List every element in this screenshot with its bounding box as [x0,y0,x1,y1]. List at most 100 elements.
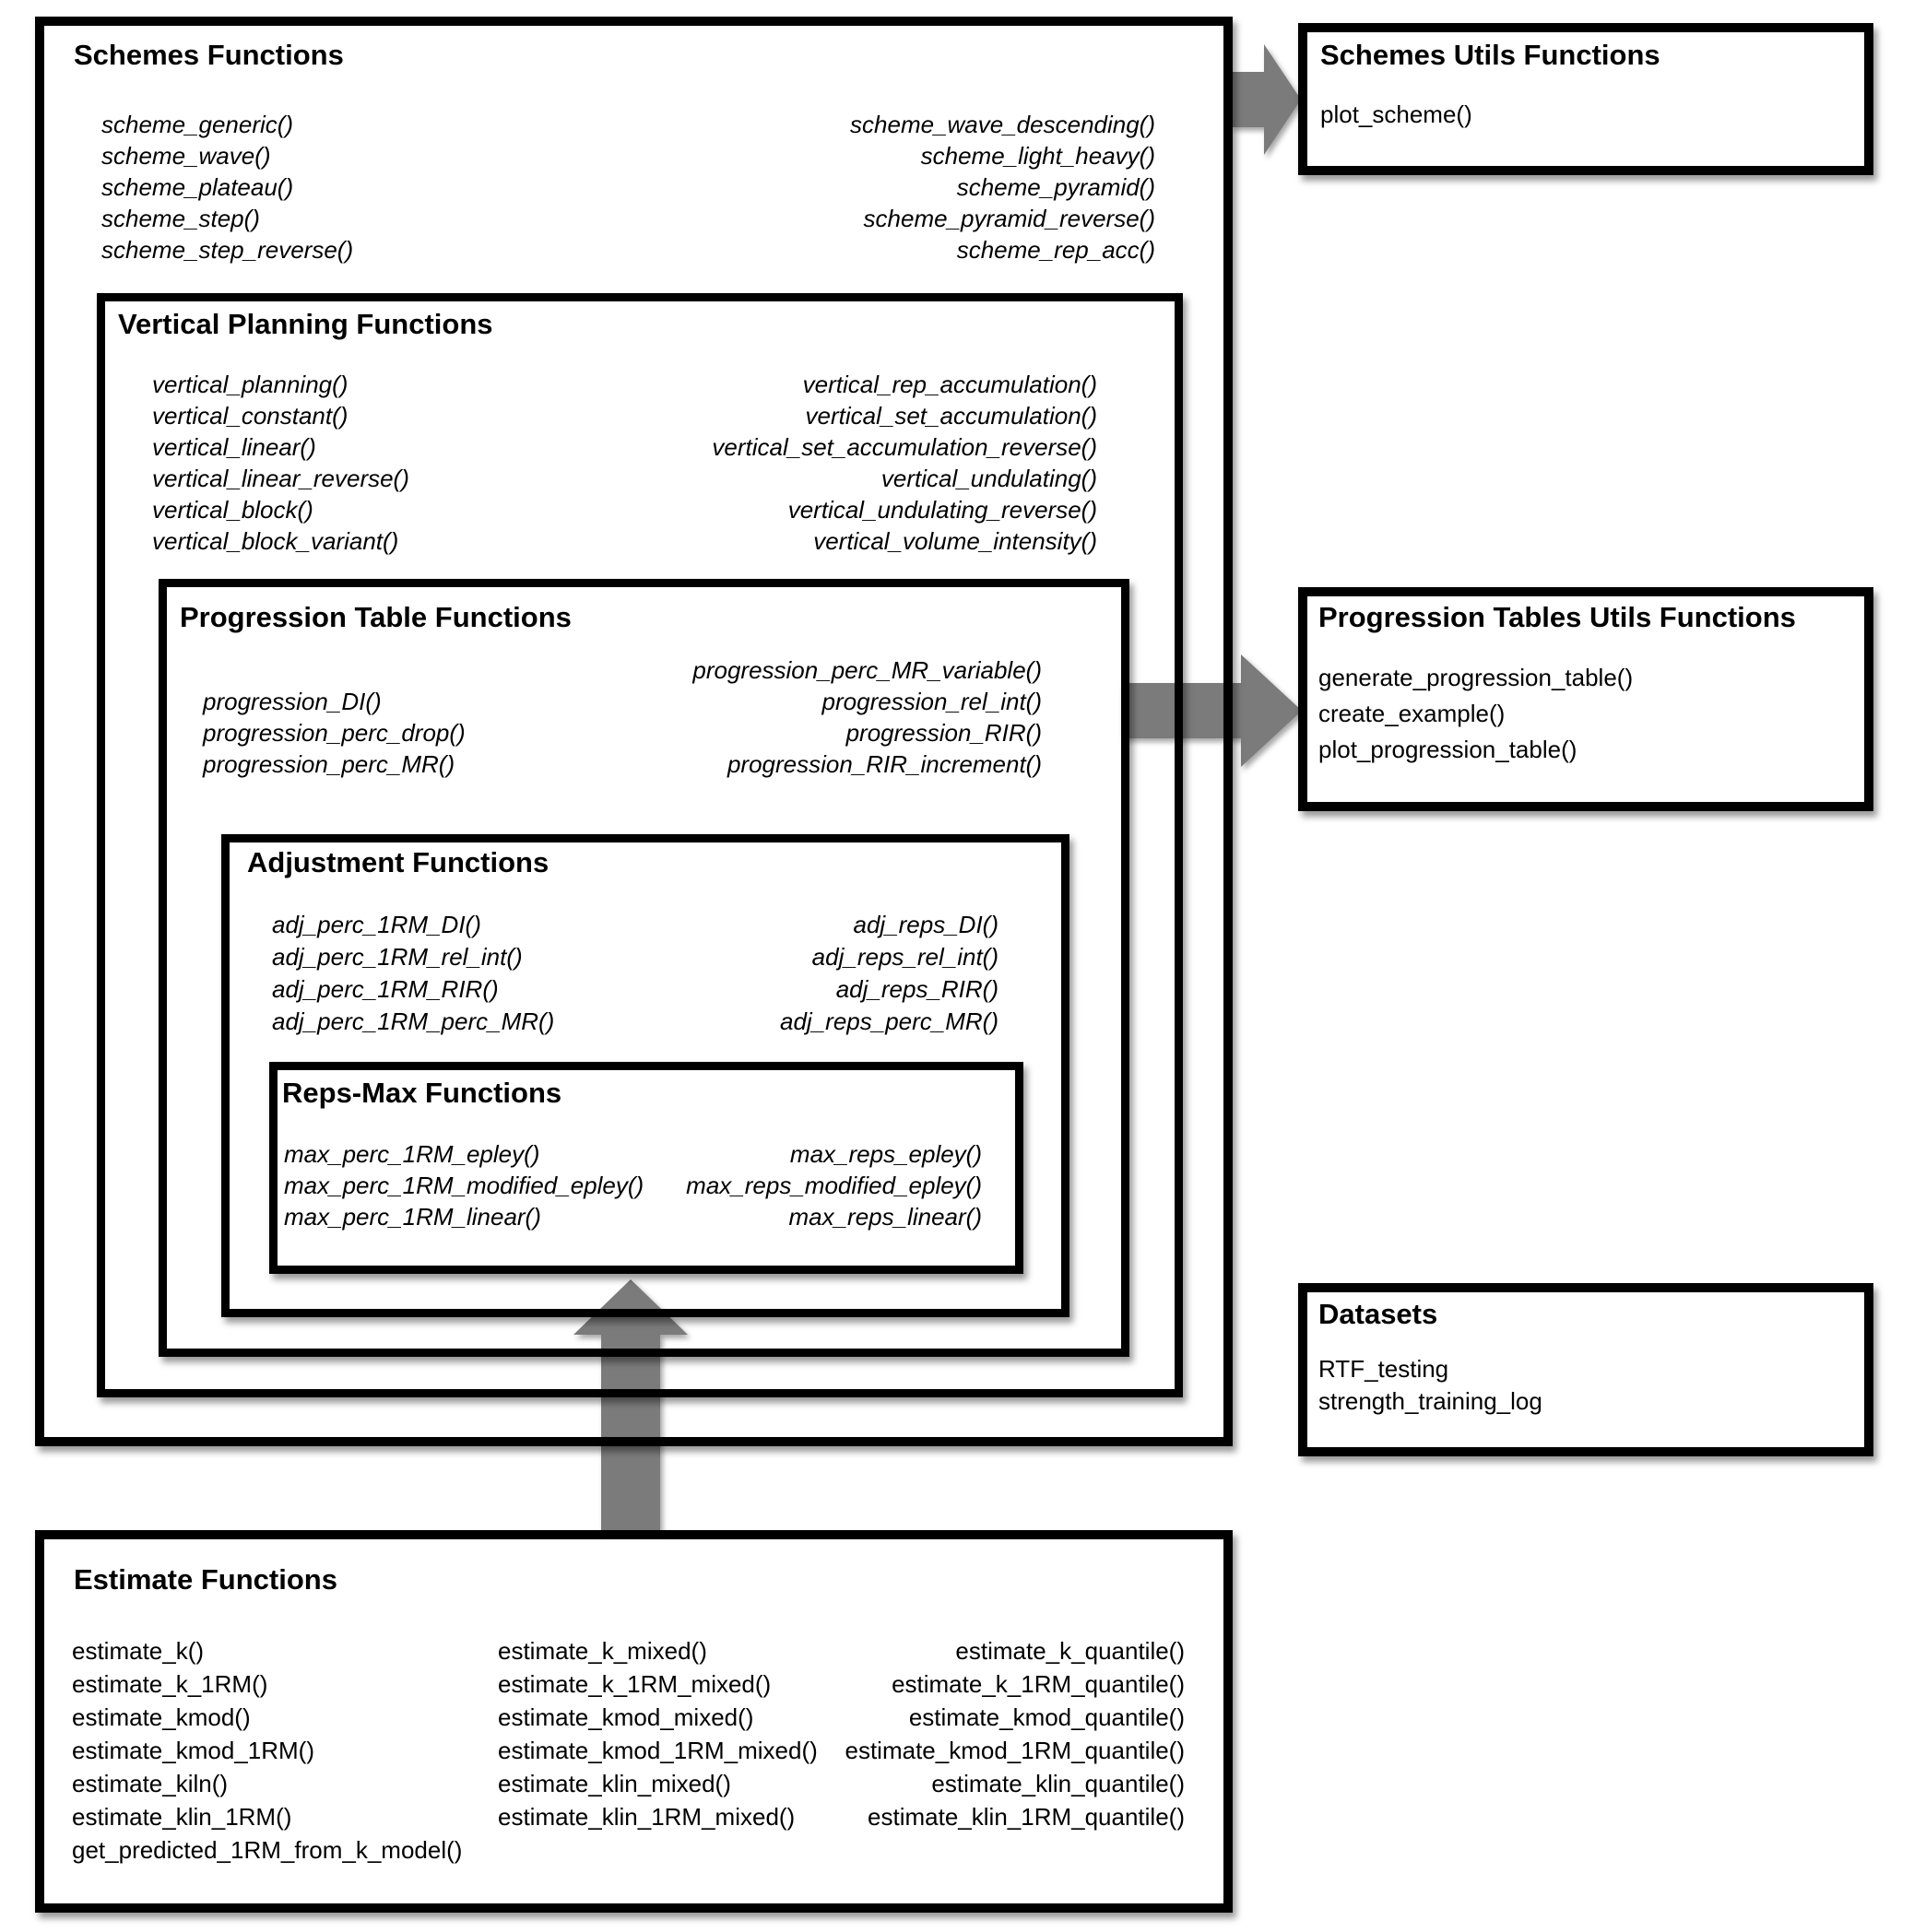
function-item: estimate_k_1RM_quantile() [892,1670,1185,1698]
function-item: adj_perc_1RM_rel_int() [272,943,523,971]
function-item: adj_perc_1RM_RIR() [272,975,499,1003]
function-item: estimate_kmod_1RM() [72,1737,314,1764]
function-item: adj_reps_RIR() [835,975,998,1003]
function-item: strength_training_log [1318,1387,1542,1415]
estimate-col1-list: estimate_k() estimate_k_1RM() estimate_kmo… [72,1634,462,1867]
function-item: progression_perc_MR_variable() [692,656,1042,684]
function-item: adj_perc_1RM_DI() [272,911,481,938]
function-item: estimate_k_1RM_mixed() [498,1670,772,1698]
function-item: max_reps_modified_epley() [686,1172,982,1199]
arrow-head [1264,44,1301,155]
progression-table-left-list: progression_DI()progression_perc_drop()p… [203,686,466,780]
function-item: scheme_wave() [101,142,271,170]
function-item: vertical_undulating_reverse() [787,496,1097,524]
function-item: progression_perc_drop() [203,719,466,747]
function-item: estimate_k_mixed() [498,1637,707,1665]
progression-table-right-list: progression_perc_MR_variable() progressio… [692,654,1042,780]
function-item: estimate_klin_1RM_quantile() [868,1803,1185,1831]
function-item: estimate_k_1RM() [72,1670,268,1698]
progression-tables-utils-box-title: Progression Tables Utils Functions [1318,601,1796,633]
function-item: max_reps_linear() [788,1203,982,1231]
schemes-utils-box-title: Schemes Utils Functions [1320,39,1660,71]
function-item: max_reps_epley() [789,1140,982,1168]
datasets-box-bg [1298,1283,1873,1456]
function-item: estimate_kmod() [72,1703,251,1731]
function-item: max_perc_1RM_linear() [284,1203,541,1231]
function-item: scheme_plateau() [101,173,294,201]
arrow-head [1241,654,1302,767]
function-item: adj_reps_DI() [853,911,998,938]
function-item: estimate_kiln() [72,1770,229,1797]
function-item: estimate_kmod_mixed() [498,1703,754,1731]
function-item: generate_progression_table() [1318,664,1634,691]
function-item: get_predicted_1RM_from_k_model() [72,1836,463,1864]
function-item: plot_progression_table() [1318,736,1577,763]
function-item: vertical_linear() [152,433,316,461]
adjustment-left-list: adj_perc_1RM_DI() adj_perc_1RM_rel_int()a… [272,909,554,1038]
function-item: vertical_block_variant() [152,527,399,555]
vertical-planning-box-title: Vertical Planning Functions [118,308,493,340]
function-item: vertical_block() [152,496,313,524]
adjustment-right-list: adj_reps_DI() adj_reps_rel_int() adj_reps_… [780,909,998,1038]
function-item: vertical_constant() [152,402,349,430]
progression-tables-utils-list: generate_progression_table() create_examp… [1318,660,1633,768]
schemes-right-list: scheme_wave_descending() scheme_light_hea… [850,109,1155,265]
function-item: estimate_kmod_1RM_quantile() [845,1737,1185,1764]
function-item: RTF_testing [1318,1355,1449,1383]
function-item: scheme_pyramid_reverse() [863,205,1155,232]
function-item: vertical_volume_intensity() [813,527,1097,555]
datasets-box-title: Datasets [1318,1298,1438,1330]
function-item: vertical_planning() [152,371,349,398]
reps-max-box-title: Reps-Max Functions [282,1077,562,1109]
adjustment-box-title: Adjustment Functions [247,846,549,878]
function-item: scheme_generic() [101,111,294,138]
function-item: vertical_undulating() [880,465,1097,492]
function-item: adj_reps_rel_int() [811,943,998,971]
estimate-col2-list: estimate_k_mixed() estimate_k_1RM_mixed()… [498,1634,818,1833]
datasets-list: RTF_testing strength_training_log [1318,1353,1542,1418]
function-item: adj_reps_perc_MR() [780,1007,998,1035]
function-item: max_perc_1RM_epley() [284,1140,540,1168]
schemes-utils-box-bg [1298,23,1873,175]
function-item: vertical_rep_accumulation() [802,371,1097,398]
function-item: vertical_set_accumulation() [805,402,1097,430]
estimate-col3-list: estimate_k_quantile() estimate_k_1RM_quan… [845,1634,1185,1833]
reps-max-left-list: max_perc_1RM_epley() max_perc_1RM_modifie… [284,1138,644,1232]
function-item: adj_perc_1RM_perc_MR() [272,1007,555,1035]
function-item: scheme_light_heavy() [920,142,1155,170]
arrow-shaft [1231,72,1264,127]
function-item: vertical_linear_reverse() [152,465,409,492]
function-item: scheme_rep_acc() [956,236,1155,264]
arrow-head [573,1279,688,1335]
function-item: progression_RIR() [845,719,1042,747]
reps-max-box-bg [269,1062,1023,1274]
vertical-planning-left-list: vertical_planning() vertical_constant()ve… [152,369,409,557]
vertical-planning-right-list: vertical_rep_accumulation() vertical_set_… [712,369,1097,557]
function-item: estimate_k() [72,1637,205,1665]
schemes-left-list: scheme_generic() scheme_wave() scheme_plat… [101,109,353,265]
function-item: create_example() [1318,700,1506,727]
function-item: progression_perc_MR() [203,750,455,778]
function-item: plot_scheme() [1320,100,1472,128]
function-item: max_perc_1RM_modified_epley() [284,1172,644,1199]
function-item: vertical_set_accumulation_reverse() [712,433,1097,461]
arrow-shaft [601,1333,660,1530]
estimate-box-title: Estimate Functions [74,1563,337,1596]
progression-tables-utils-box-bg [1298,587,1873,811]
arrow-shaft [1121,683,1241,738]
schemes-box-title: Schemes Functions [74,39,344,71]
function-item: progression_RIR_increment() [727,750,1042,778]
function-item: scheme_step_reverse() [101,236,354,264]
function-item: estimate_k_quantile() [955,1637,1185,1665]
function-item: estimate_klin_mixed() [498,1770,731,1797]
progression-table-box-title: Progression Table Functions [180,601,572,633]
reps-max-right-list: max_reps_epley() max_reps_modified_epley(… [686,1138,982,1232]
function-item: progression_rel_int() [821,688,1042,715]
function-item: estimate_kmod_1RM_mixed() [498,1737,818,1764]
function-item: scheme_step() [101,205,260,232]
function-item: estimate_kmod_quantile() [908,1703,1185,1731]
function-item: estimate_klin_quantile() [931,1770,1185,1797]
function-item: estimate_klin_1RM_mixed() [498,1803,796,1831]
function-item: scheme_wave_descending() [850,111,1155,138]
